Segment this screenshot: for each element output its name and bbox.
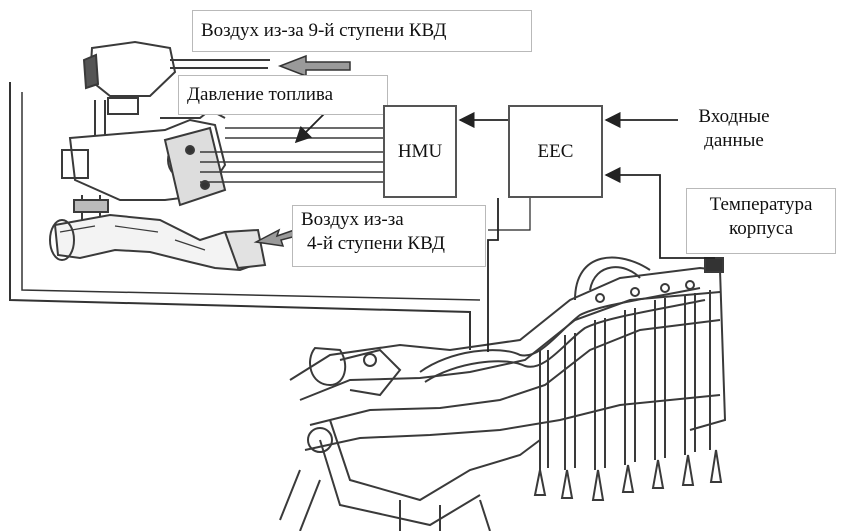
hmu-block-label: HMU: [398, 141, 442, 163]
air-stage9-label: Воздух из-за 9-й ступени КВД: [192, 10, 532, 52]
air-stage4-line2: 4-й ступени КВД: [301, 232, 477, 256]
engine-core-drawing: [280, 258, 725, 531]
hmu-block: HMU: [383, 105, 457, 198]
case-temperature-line1: Температура: [695, 193, 827, 217]
eec-block-label: EEC: [538, 141, 574, 163]
eec-block: EEC: [508, 105, 603, 198]
air-stage9-arrow: [280, 56, 350, 76]
input-data-line1: Входные: [687, 105, 781, 129]
air-stage4-label: Воздух из-за 4-й ступени КВД: [292, 205, 486, 267]
input-data-line2: данные: [687, 129, 781, 153]
case-temperature-label: Температура корпуса: [686, 188, 836, 254]
fuel-pressure-label: Давление топлива: [178, 75, 388, 115]
air-stage9-text: Воздух из-за 9-й ступени КВД: [201, 19, 523, 43]
case-temperature-line2: корпуса: [695, 217, 827, 241]
fuel-pressure-text: Давление топлива: [187, 83, 379, 107]
air-stage4-line1: Воздух из-за: [301, 208, 477, 232]
input-data-label: Входные данные: [678, 100, 790, 164]
